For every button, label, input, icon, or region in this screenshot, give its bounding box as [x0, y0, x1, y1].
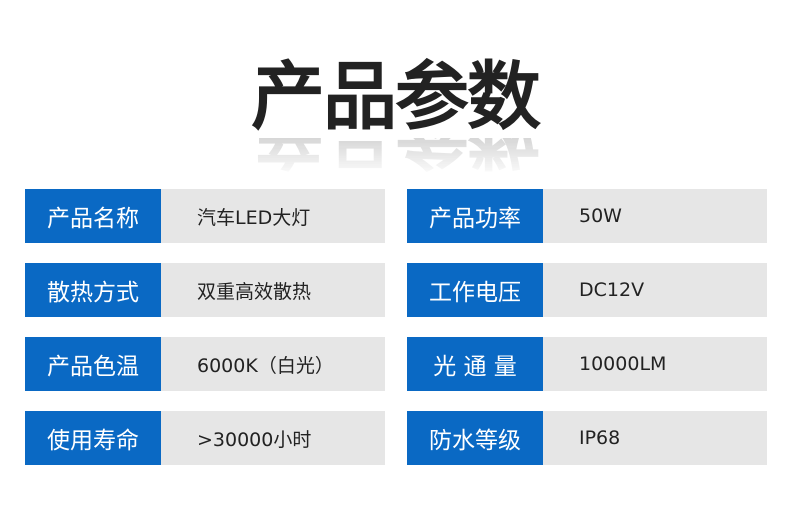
- param-value: 10000LM: [543, 337, 767, 391]
- param-row: 使用寿命>30000小时: [25, 411, 385, 465]
- param-value: 双重高效散热: [161, 263, 385, 317]
- param-value: IP68: [543, 411, 767, 465]
- param-row: 产品名称汽车LED大灯: [25, 189, 385, 243]
- param-label: 散热方式: [25, 263, 161, 317]
- param-value: 汽车LED大灯: [161, 189, 385, 243]
- param-value: DC12V: [543, 263, 767, 317]
- param-label: 工作电压: [407, 263, 543, 317]
- param-label: 使用寿命: [25, 411, 161, 465]
- param-row: 散热方式双重高效散热: [25, 263, 385, 317]
- param-label: 防水等级: [407, 411, 543, 465]
- title-reflection: 产品参数: [0, 138, 790, 178]
- page-title: 产品参数: [251, 54, 541, 140]
- param-label: 光 通 量: [407, 337, 543, 391]
- param-label: 产品名称: [25, 189, 161, 243]
- param-value: 50W: [543, 189, 767, 243]
- param-label: 产品功率: [407, 189, 543, 243]
- param-value: 6000K（白光）: [161, 337, 385, 391]
- param-label: 产品色温: [25, 337, 161, 391]
- param-value: >30000小时: [161, 411, 385, 465]
